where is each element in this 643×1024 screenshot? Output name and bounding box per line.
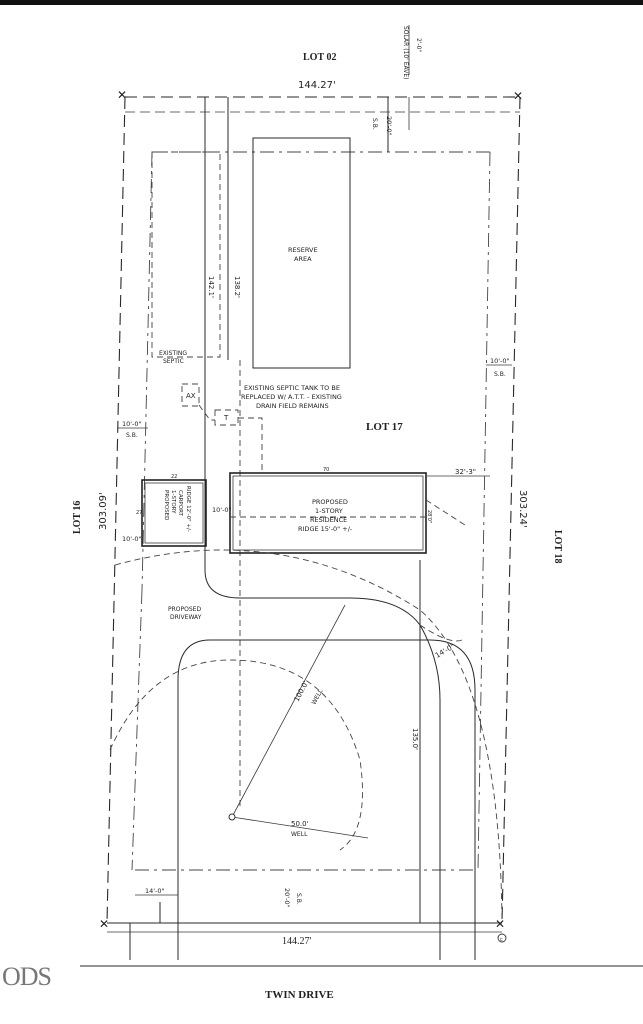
bottom-setback-dim: 20'-0" xyxy=(283,888,291,908)
reserve-area-label-2: AREA xyxy=(294,255,312,263)
residence-depth-dim: 28'0" xyxy=(426,510,432,523)
right-setback-sb: S.B. xyxy=(494,371,506,378)
corner-marker-se: ✕ xyxy=(495,917,505,931)
driveway-label-1: PROPOSED xyxy=(168,606,201,613)
utility-pole-icon xyxy=(497,933,507,943)
proposed-carport: PROPOSED 1-STORY CARPORT RIDGE 12'-0" +/… xyxy=(122,474,232,547)
carport-label-2: 1-STORY xyxy=(170,490,176,514)
solar-note: SOLAR (10' EAVE) 2'-0" xyxy=(402,25,422,130)
well-label-1: WELL xyxy=(311,688,325,706)
watermark-logo: ODS xyxy=(2,962,51,991)
top-setback-dim: 20'-0" xyxy=(385,116,393,136)
top-setback-sb: S.B. xyxy=(371,118,378,130)
septic-note-line-2: REPLACED W/ A.T.T. - EXISTING xyxy=(241,393,342,401)
carport-gap-dim: 10'-0" xyxy=(212,506,232,514)
top-width-label: 144.27' xyxy=(298,80,336,91)
lot-west-label: LOT 16 xyxy=(72,501,83,534)
left-setback-dim: 10'-0" xyxy=(122,420,142,428)
well-radius-50-label: 50.0' xyxy=(291,820,309,828)
right-setback-dim: 10'-0" xyxy=(490,357,510,365)
well-label-2: WELL xyxy=(291,831,308,838)
solar-label: SOLAR (10' EAVE) xyxy=(402,26,409,79)
carport-depth-dim: 27 xyxy=(136,510,142,516)
bottom-setback: 14'-0" 20'-0" S.B. xyxy=(135,887,302,908)
lot-center-label: LOT 17 xyxy=(366,421,403,433)
lot-north-label: LOT 02 xyxy=(303,52,336,63)
t-label: T xyxy=(223,414,229,422)
bottom-left-dim: 14'-0" xyxy=(145,887,165,895)
driveway-label-2: DRIVEWAY xyxy=(170,614,202,621)
carport-side-dim: 10'-0" xyxy=(122,535,142,543)
existing-septic-label-2: SEPTIC xyxy=(163,358,184,365)
ax-tank: AX xyxy=(181,383,215,421)
top-width-dimension: 144.27' xyxy=(125,80,520,113)
bottom-width-dimension: 144.27' xyxy=(107,931,502,947)
depth-142-label: 142.1' xyxy=(207,276,215,298)
utility-pole-label: c xyxy=(500,937,503,943)
property-boundary: ✕ ✕ ✕ ✕ xyxy=(99,88,523,931)
septic-note: EXISTING SEPTIC TANK TO BE REPLACED W/ A… xyxy=(241,384,342,410)
existing-septic-label-1: EXISTING xyxy=(159,350,187,357)
corner-marker-ne: ✕ xyxy=(513,89,523,103)
left-setback: 10'-0" S.B. xyxy=(118,420,148,439)
right-setback: 10'-0" S.B. xyxy=(486,357,512,378)
depth-138-label: 138.2' xyxy=(233,276,241,298)
right-depth-label: 303.24' xyxy=(517,490,528,528)
top-border-bar xyxy=(0,0,643,5)
residence-label-3: RESIDENCE xyxy=(310,516,347,524)
left-setback-sb: S.B. xyxy=(126,432,138,439)
residence-label-4: RIDGE 15'-0" +/- xyxy=(298,525,353,533)
well-marker xyxy=(228,813,236,821)
corner-marker-sw: ✕ xyxy=(99,917,109,931)
setback-lines xyxy=(131,151,491,871)
proposed-driveway: PROPOSED DRIVEWAY xyxy=(129,548,476,960)
corner-marker-nw: ✕ xyxy=(117,88,127,102)
carport-label-3: CARPORT xyxy=(177,490,183,516)
residence-label-1: PROPOSED xyxy=(312,498,348,506)
existing-septic: EXISTING SEPTIC xyxy=(151,151,221,365)
residence-diagonal xyxy=(425,499,466,526)
carport-width-dim: 22 xyxy=(171,474,177,480)
septic-note-line-1: EXISTING SEPTIC TANK TO BE xyxy=(244,384,340,392)
reserve-area: RESERVE AREA xyxy=(252,137,351,369)
solar-dim-label: 2'-0" xyxy=(415,38,422,52)
bottom-width-label: 144.27' xyxy=(282,936,312,947)
survey-lines xyxy=(159,97,421,923)
septic-note-line-3: DRAIN FIELD REMAINS xyxy=(256,402,329,410)
well-radius-100-label: 100.0' xyxy=(293,680,310,703)
left-depth-label: 303.09' xyxy=(98,492,109,530)
carport-label-4: RIDGE 12'-0" +/- xyxy=(185,486,191,532)
lot-east-label: LOT 18 xyxy=(552,530,563,563)
proposed-residence: PROPOSED 1-STORY RESIDENCE RIDGE 15'-0" … xyxy=(229,467,490,554)
ax-label: AX xyxy=(186,392,196,400)
arc-14-label: 14'-0" xyxy=(434,642,456,659)
residence-side-dim: 32'-3" xyxy=(455,468,476,476)
residence-width-dim: 70 xyxy=(323,467,329,473)
reserve-area-label-1: RESERVE xyxy=(288,246,318,254)
residence-label-2: 1-STORY xyxy=(315,507,343,515)
depth-135-label: 135.0' xyxy=(411,728,419,750)
street-label: TWIN DRIVE xyxy=(265,989,334,1001)
bottom-setback-sb: S.B. xyxy=(295,893,302,905)
carport-label-1: PROPOSED xyxy=(163,490,169,520)
t-tank: T xyxy=(214,409,263,470)
